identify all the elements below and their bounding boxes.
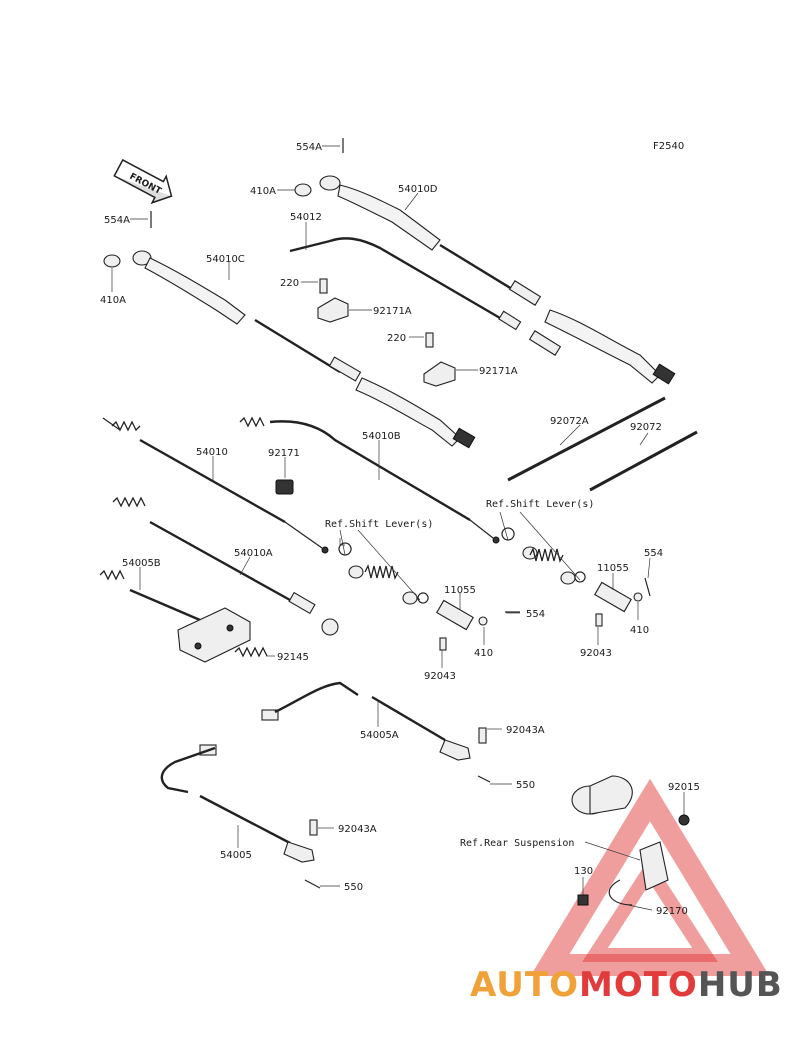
bracket-92171A-a — [317, 297, 349, 323]
watermark-part2: MOTO — [579, 965, 698, 1005]
watermark-triangle-outer — [530, 778, 770, 976]
cable-54010 — [102, 417, 329, 554]
label-550-a: 550 — [516, 780, 535, 791]
label-54010C: 54010C — [206, 254, 245, 265]
cable-54005B — [99, 569, 251, 663]
bracket-92171A-b — [423, 361, 456, 387]
watermark-part1: AUTO — [470, 965, 579, 1005]
label-410-right: 410 — [630, 625, 649, 636]
spring-92145 — [234, 646, 268, 658]
rear-suspension-bracket — [571, 775, 690, 906]
ref-rear-suspension: Ref.Rear Suspension — [460, 838, 574, 849]
label-410-mid: 410 — [474, 648, 493, 659]
label-54012: 54012 — [290, 212, 322, 223]
cable-tie-92072 — [589, 430, 698, 492]
reference-labels: Ref.Shift Lever(s) Ref.Shift Lever(s) Re… — [325, 499, 594, 849]
label-410A-top: 410A — [250, 186, 276, 197]
watermark-logo: AUTOMOTOHUB — [470, 778, 783, 1005]
washer-410A-top — [294, 183, 312, 197]
label-92015: 92015 — [668, 782, 700, 793]
label-11055-b: 11055 — [597, 563, 629, 574]
cable-54010A — [112, 496, 339, 636]
leader-lines — [111, 145, 685, 911]
label-54005: 54005 — [220, 850, 252, 861]
label-92171A-a: 92171A — [373, 306, 412, 317]
label-554-right: 554 — [644, 548, 663, 559]
cable-tie-92072A — [507, 396, 666, 482]
cable-54010C — [132, 250, 476, 449]
label-410A-left: 410A — [100, 295, 126, 306]
shift-assembly-left — [338, 542, 520, 651]
label-54010D: 54010D — [398, 184, 438, 195]
label-220-a: 220 — [280, 278, 299, 289]
label-92072A: 92072A — [550, 416, 589, 427]
bolt-220-a — [319, 278, 328, 294]
label-11055-a: 11055 — [444, 585, 476, 596]
label-54010B: 54010B — [362, 431, 401, 442]
bolt-220-b — [425, 332, 434, 348]
clamp-92171 — [275, 479, 294, 495]
cable-54005A — [261, 681, 491, 783]
washer-410A-left — [103, 254, 121, 268]
label-130: 130 — [574, 866, 593, 877]
watermark-triangle-inner — [582, 857, 718, 962]
cable-54010B — [239, 416, 500, 544]
cable-54010D — [319, 175, 676, 385]
label-220-b: 220 — [387, 333, 406, 344]
label-92171: 92171 — [268, 448, 300, 459]
label-92072: 92072 — [630, 422, 662, 433]
label-92043-mid: 92043 — [424, 671, 456, 682]
label-554A-left: 554A — [104, 215, 130, 226]
label-554A-top: 554A — [296, 142, 322, 153]
label-92145: 92145 — [277, 652, 309, 663]
label-92171A-b: 92171A — [479, 366, 518, 377]
diagram-code: F2540 — [653, 141, 684, 152]
label-54005A: 54005A — [360, 730, 399, 741]
label-92043A-a: 92043A — [506, 725, 545, 736]
label-554-mid: 554 — [526, 609, 545, 620]
cable-54012 — [289, 237, 562, 356]
watermark-part3: HUB — [698, 965, 783, 1005]
label-92043-right: 92043 — [580, 648, 612, 659]
cable-54005 — [160, 744, 321, 889]
shift-assembly-right — [501, 527, 651, 627]
label-54010A: 54010A — [234, 548, 273, 559]
label-92043A-b: 92043A — [338, 824, 377, 835]
ref-shift-lever-right: Ref.Shift Lever(s) — [486, 499, 594, 510]
label-92170: 92170 — [656, 906, 688, 917]
label-54005B: 54005B — [122, 558, 161, 569]
front-arrow-icon: FRONT — [113, 158, 173, 205]
watermark-text: AUTOMOTOHUB — [470, 965, 783, 1005]
label-54010: 54010 — [196, 447, 228, 458]
ref-shift-lever-left: Ref.Shift Lever(s) — [325, 519, 433, 530]
label-550-b: 550 — [344, 882, 363, 893]
part-labels: 554A 410A 54010D 54012 554A 220 92171A 5… — [100, 142, 700, 917]
